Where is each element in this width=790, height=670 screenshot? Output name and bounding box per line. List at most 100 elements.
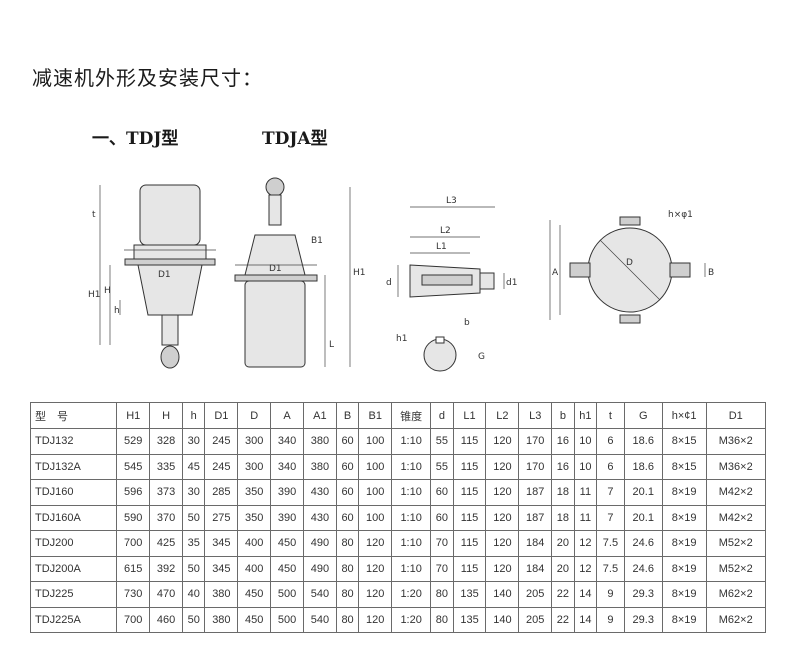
table-cell: 6 xyxy=(596,428,625,455)
page-title: 减速机外形及安装尺寸： xyxy=(32,66,263,90)
table-cell: 20.1 xyxy=(623,504,663,531)
column-header: D xyxy=(237,402,272,429)
column-header: G xyxy=(623,402,663,429)
table-cell: 245 xyxy=(204,453,239,480)
table-cell: 20 xyxy=(551,530,575,557)
table-cell: 300 xyxy=(237,428,272,455)
table-cell: M62×2 xyxy=(705,606,766,633)
table-cell: 460 xyxy=(149,606,183,633)
table-cell: 430 xyxy=(302,479,337,506)
column-header: 型 号 xyxy=(29,402,118,429)
table-cell: 1:10 xyxy=(391,453,432,480)
label-L1: L1 xyxy=(436,242,447,252)
table-cell: 115 xyxy=(452,530,487,557)
table-cell: 1:10 xyxy=(391,504,432,531)
table-cell: 80 xyxy=(335,555,360,582)
table-cell: 60 xyxy=(430,504,454,531)
column-header: d xyxy=(430,402,454,429)
table-cell: 16 xyxy=(551,428,575,455)
table-cell: 300 xyxy=(237,453,272,480)
table-cell: 450 xyxy=(270,555,304,582)
table-cell: TDJ160 xyxy=(29,479,118,506)
table-cell: 30 xyxy=(181,479,206,506)
table-cell: 22 xyxy=(551,606,575,633)
table-cell: 100 xyxy=(358,504,393,531)
table-cell: 7 xyxy=(596,479,625,506)
table-cell: 9 xyxy=(596,606,625,633)
table-cell: 135 xyxy=(452,581,487,608)
table-cell: 1:20 xyxy=(391,581,432,608)
table-cell: 35 xyxy=(181,530,206,557)
table-cell: 22 xyxy=(551,581,575,608)
table-cell: 529 xyxy=(116,428,151,455)
table-cell: TDJ132 xyxy=(29,428,118,455)
table-cell: 55 xyxy=(430,453,454,480)
table-cell: 120 xyxy=(485,555,520,582)
table-cell: 7.5 xyxy=(596,555,625,582)
table-cell: 9 xyxy=(596,581,625,608)
table-cell: 8×19 xyxy=(661,530,707,557)
table-cell: 380 xyxy=(204,606,239,633)
column-header: t xyxy=(596,402,625,429)
label-B: B xyxy=(708,268,714,278)
table-cell: 120 xyxy=(485,530,520,557)
table-cell: 120 xyxy=(358,530,393,557)
table-cell: 115 xyxy=(452,504,487,531)
table-cell: M62×2 xyxy=(705,581,766,608)
table-cell: 8×19 xyxy=(661,504,707,531)
table-cell: 184 xyxy=(518,555,553,582)
table-cell: 70 xyxy=(430,530,454,557)
table-cell: 170 xyxy=(518,428,553,455)
table-cell: 135 xyxy=(452,606,487,633)
column-header: L1 xyxy=(452,402,487,429)
table-cell: 275 xyxy=(204,504,239,531)
table-cell: 345 xyxy=(204,530,239,557)
table-cell: M52×2 xyxy=(705,555,766,582)
table-cell: 12 xyxy=(573,530,598,557)
table-cell: 430 xyxy=(302,504,337,531)
table-cell: M36×2 xyxy=(705,428,766,455)
label-d1: d1 xyxy=(506,278,517,288)
table-cell: 345 xyxy=(204,555,239,582)
table-cell: 115 xyxy=(452,453,487,480)
label-D1: D1 xyxy=(158,270,171,280)
label-side-B1: B1 xyxy=(311,236,323,246)
table-cell: 1:10 xyxy=(391,479,432,506)
table-cell: 14 xyxy=(573,606,598,633)
label-D: D xyxy=(626,258,633,268)
table-cell: 18 xyxy=(551,479,575,506)
column-header: B xyxy=(335,402,360,429)
table-cell: 29.3 xyxy=(623,581,663,608)
table-cell: 400 xyxy=(237,530,272,557)
table-cell: 120 xyxy=(485,428,520,455)
table-cell: 20.1 xyxy=(623,479,663,506)
table-cell: 140 xyxy=(485,581,520,608)
table-cell: 380 xyxy=(302,453,337,480)
table-cell: 380 xyxy=(302,428,337,455)
table-cell: 30 xyxy=(181,428,206,455)
table-cell: 115 xyxy=(452,428,487,455)
table-cell: M42×2 xyxy=(705,479,766,506)
table-cell: 590 xyxy=(116,504,151,531)
label-A: A xyxy=(552,268,559,278)
table-cell: 1:10 xyxy=(391,428,432,455)
table-cell: 450 xyxy=(237,606,272,633)
table-cell: 328 xyxy=(149,428,183,455)
table-cell: 80 xyxy=(335,581,360,608)
column-header: H xyxy=(149,402,183,429)
table-cell: 8×15 xyxy=(661,453,707,480)
table-cell: 120 xyxy=(485,453,520,480)
table-cell: 16 xyxy=(551,453,575,480)
table-cell: 596 xyxy=(116,479,151,506)
table-cell: 120 xyxy=(358,555,393,582)
table-cell: 187 xyxy=(518,479,553,506)
table-cell: 392 xyxy=(149,555,183,582)
label-hxphi1: h×φ1 xyxy=(668,210,693,220)
subtitle-tdj: 一、TDJ型 xyxy=(92,129,179,149)
label-L3: L3 xyxy=(446,196,457,206)
table-cell: 115 xyxy=(452,555,487,582)
table-cell: 8×19 xyxy=(661,581,707,608)
table-cell: 24.6 xyxy=(623,555,663,582)
table-cell: 100 xyxy=(358,428,393,455)
